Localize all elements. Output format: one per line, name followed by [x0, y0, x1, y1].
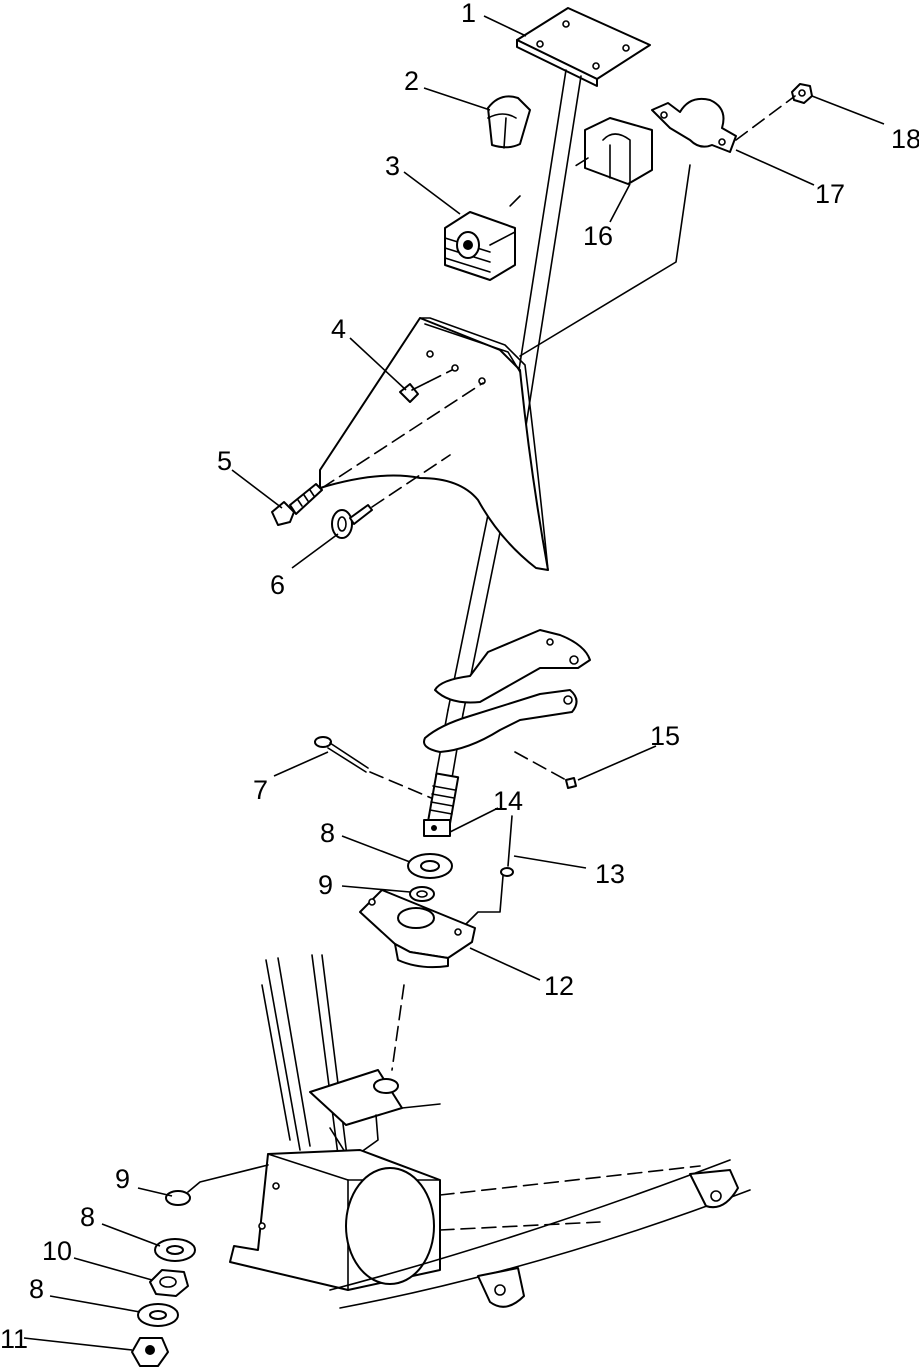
callout-11: 11 [0, 1324, 28, 1354]
o-ring-part [409, 886, 435, 902]
callout-15: 15 [650, 721, 680, 751]
washer-lower-part [154, 1238, 196, 1262]
callout-10: 10 [42, 1236, 72, 1266]
o-ring-lower-part [165, 1190, 191, 1206]
column-bracket-part [423, 629, 591, 753]
callout-5: 5 [217, 446, 232, 476]
callout-3: 3 [385, 151, 400, 181]
mounting-plate-part [516, 7, 651, 87]
callout-4: 4 [331, 314, 346, 344]
rubber-block-part [444, 211, 516, 281]
nut-part [791, 83, 813, 104]
screw-part [565, 777, 577, 789]
grommet-part [331, 504, 373, 539]
bushing-part [487, 95, 531, 149]
u-clamp-part [651, 97, 737, 153]
cotter-pin-part [314, 736, 369, 773]
callout-18: 18 [891, 124, 919, 154]
callout-8-lower: 8 [80, 1202, 95, 1232]
callout-14: 14 [493, 786, 523, 816]
callout-6: 6 [270, 570, 285, 600]
callout-8-bottom: 8 [29, 1274, 44, 1304]
callout-16: 16 [583, 221, 613, 251]
callout-2: 2 [404, 66, 419, 96]
bolt-part [271, 483, 323, 526]
callout-9-lower: 9 [115, 1164, 130, 1194]
universal-joint-part [423, 772, 460, 837]
callout-12: 12 [544, 971, 574, 1001]
steering-block-part [359, 889, 476, 969]
castle-nut-part [131, 1337, 169, 1367]
hex-nut-part [149, 1269, 189, 1297]
callout-1: 1 [461, 0, 476, 28]
dash-panel-part [319, 317, 549, 571]
callout-17: 17 [815, 179, 845, 209]
bracket-block-part [584, 117, 653, 185]
washer-part [407, 853, 453, 879]
callout-9-upper: 9 [318, 870, 333, 900]
frame-part [229, 954, 751, 1309]
callout-7: 7 [253, 775, 268, 805]
rivet-part [500, 815, 514, 877]
washer-bottom-part [137, 1303, 179, 1327]
callout-8-upper: 8 [320, 818, 335, 848]
callout-13: 13 [595, 859, 625, 889]
